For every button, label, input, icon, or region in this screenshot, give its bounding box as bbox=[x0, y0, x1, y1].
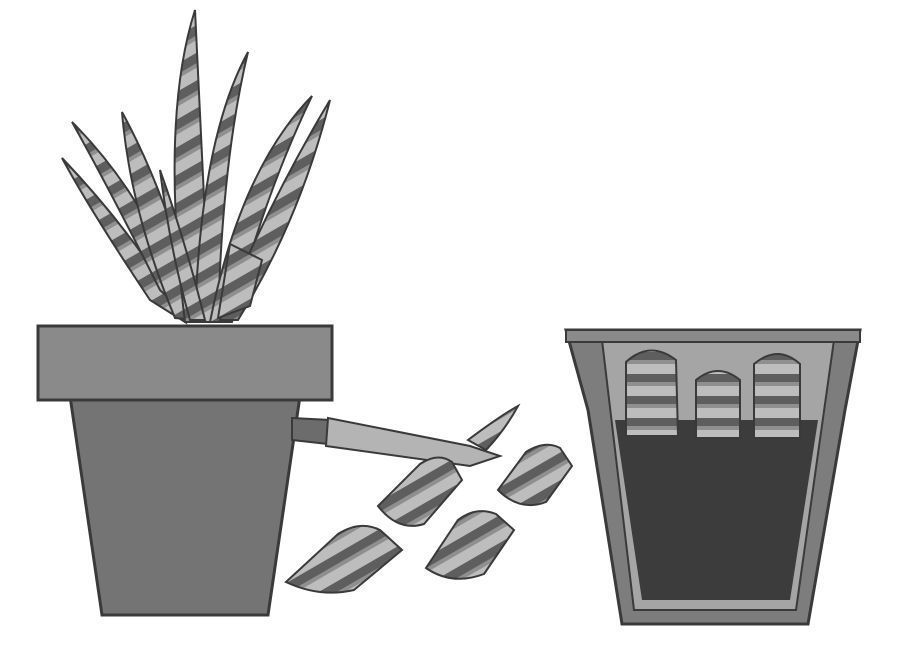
left-pot-body bbox=[70, 396, 300, 615]
leaf-tip-piece bbox=[468, 406, 518, 450]
soil bbox=[615, 420, 818, 600]
knife bbox=[292, 418, 500, 466]
planted-cutting bbox=[696, 371, 740, 438]
leaf-cutting bbox=[378, 457, 462, 525]
knife-handle bbox=[292, 418, 330, 444]
planted-cutting bbox=[626, 350, 678, 436]
leaf-cutting bbox=[498, 445, 572, 505]
leaf-cutting bbox=[286, 526, 402, 593]
left-pot-rim bbox=[38, 326, 332, 400]
planted-cutting bbox=[754, 354, 800, 438]
snake-plant-leaves bbox=[62, 10, 330, 322]
leaf-cutting bbox=[426, 511, 514, 579]
left-pot bbox=[38, 326, 332, 615]
right-pot-rim-band bbox=[566, 330, 860, 342]
leaf-cuttings bbox=[286, 445, 572, 593]
